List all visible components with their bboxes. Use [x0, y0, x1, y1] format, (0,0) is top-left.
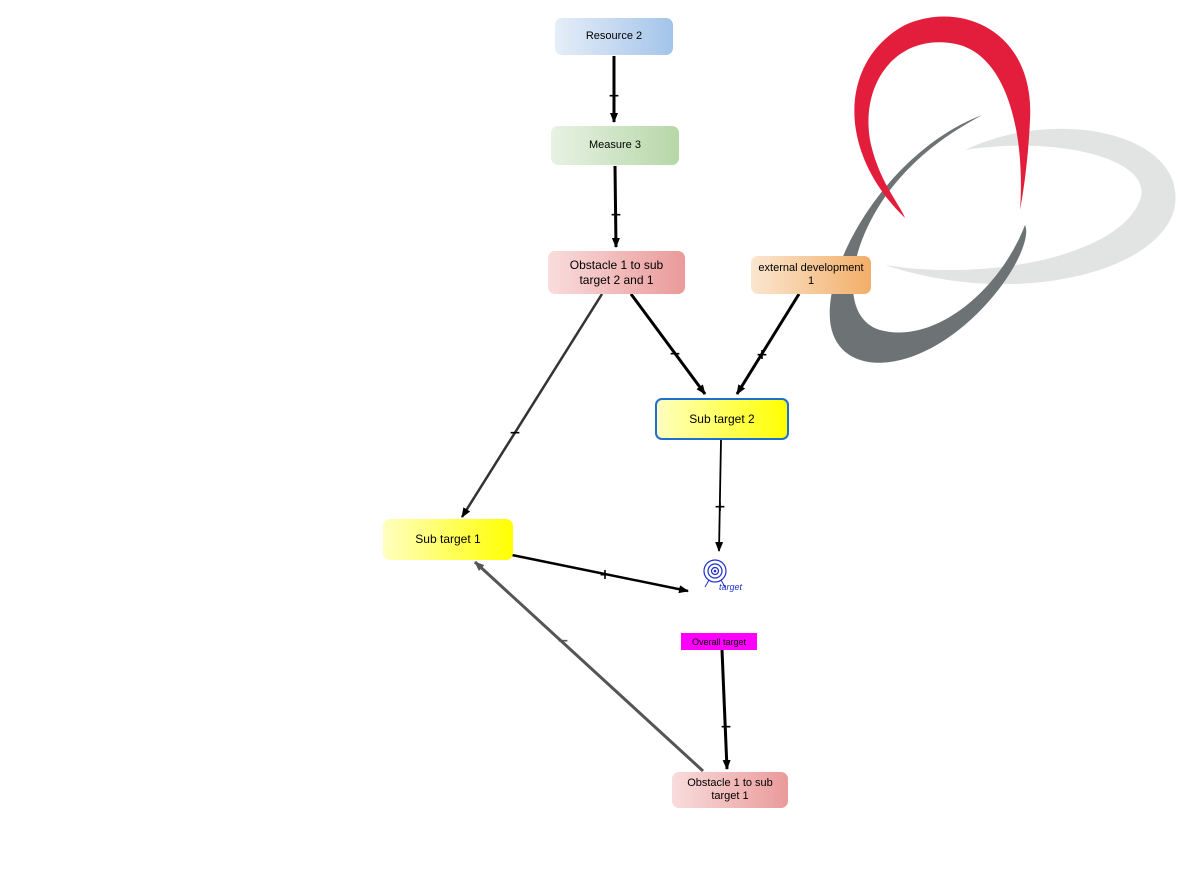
logo [829, 16, 1176, 363]
target-icon[interactable] [703, 559, 727, 588]
node-label: Obstacle 1 to sub target 1 [687, 776, 773, 802]
node-label: Measure 3 [589, 138, 641, 151]
edge-resource2-measure3[interactable]: + [608, 56, 620, 123]
node-label: external development 1 [758, 261, 864, 287]
edge-obstacle-subtarget1[interactable]: − [460, 293, 604, 518]
edge-sign-minus: − [610, 207, 622, 223]
edge-overall-obstacle-st1[interactable]: − [720, 649, 732, 770]
node-obstacle-1-to-sub-target-2-and-1[interactable]: Obstacle 1 to sub target 2 and 1 [548, 251, 685, 294]
node-label: Resource 2 [585, 29, 643, 42]
node-label: Overall target [691, 636, 747, 647]
edge-measure3-obstacle[interactable]: − [610, 165, 622, 248]
edge-obstacle-st1-subtarget1[interactable]: − [473, 560, 705, 773]
node-label: Obstacle 1 to sub target 2 and 1 [569, 258, 664, 287]
edge-sign-minus: − [557, 633, 569, 649]
logo-light-gray-swoosh [885, 128, 1176, 285]
node-overall-target[interactable]: Overall target [681, 633, 757, 650]
edge-sign-minus: − [509, 425, 521, 441]
edge-sign-plus: + [714, 499, 726, 515]
node-external-development-1[interactable]: external development 1 [751, 256, 871, 294]
node-sub-target-2[interactable]: Sub target 2 [655, 398, 789, 440]
node-measure-3[interactable]: Measure 3 [551, 126, 679, 165]
node-label: Sub target 1 [415, 532, 481, 547]
edge-sign-plus: + [599, 567, 611, 583]
node-label: Sub target 2 [689, 411, 755, 426]
edge-external-subtarget2[interactable]: + [735, 293, 801, 395]
edge-sign-minus: − [669, 346, 681, 362]
node-sub-target-1[interactable]: Sub target 1 [383, 519, 513, 560]
target-icon-label: target [719, 582, 743, 592]
node-obstacle-1-to-sub-target-1[interactable]: Obstacle 1 to sub target 1 [672, 772, 788, 808]
logo-red-swoosh [854, 16, 1031, 218]
edge-sign-plus: + [608, 88, 620, 104]
logo-dark-gray-swoosh [829, 115, 1027, 363]
edge-subtarget1-overall[interactable]: + [511, 553, 689, 594]
edge-sign-minus: − [720, 719, 732, 735]
edge-sign-plus: + [756, 347, 768, 363]
node-resource-2[interactable]: Resource 2 [555, 18, 673, 55]
edge-subtarget2-overall[interactable]: + [714, 439, 726, 552]
edge-obstacle-subtarget2[interactable]: − [629, 293, 707, 395]
